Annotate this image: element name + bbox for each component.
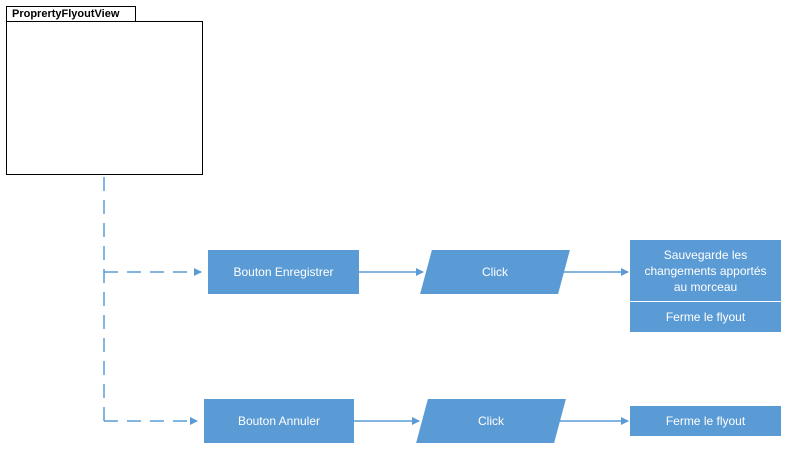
save-click-label: Click: [482, 265, 508, 279]
cancel-click-label: Click: [478, 414, 504, 428]
view-title-tab: ProprertyFlyoutView: [6, 6, 136, 21]
save-button-node: Bouton Enregistrer: [208, 250, 359, 294]
save-click-event-node: Click: [426, 250, 564, 294]
cancel-button-label: Bouton Annuler: [237, 414, 321, 428]
cancel-button-node: Bouton Annuler: [204, 399, 354, 443]
cancel-action-close: Ferme le flyout: [665, 414, 746, 428]
cancel-click-event-node: Click: [422, 399, 560, 443]
save-action-divider: [630, 301, 781, 302]
cancel-action-node: Ferme le flyout: [630, 406, 781, 436]
save-action-description: Sauvegarde les changements apportés au m…: [644, 247, 767, 294]
save-action-close: Ferme le flyout: [665, 310, 746, 324]
view-title: ProprertyFlyoutView: [12, 8, 120, 20]
save-action-node: Sauvegarde les changements apportés au m…: [630, 240, 781, 332]
save-button-label: Bouton Enregistrer: [233, 265, 334, 279]
view-container: [6, 21, 203, 175]
